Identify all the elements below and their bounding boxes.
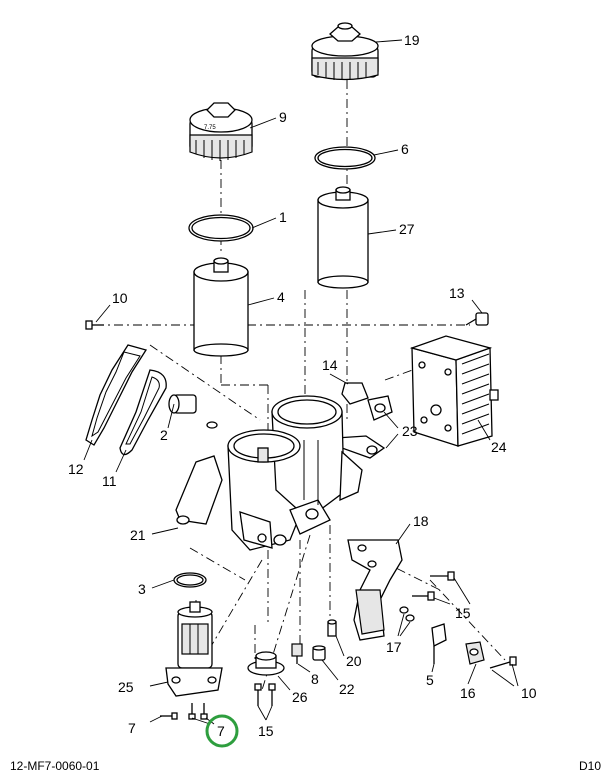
drain-fitting-20 <box>327 619 337 637</box>
callout-12: 12 <box>68 461 84 477</box>
callout-4: 4 <box>277 289 285 305</box>
filter-element-left <box>193 257 249 357</box>
callout-17: 17 <box>386 639 402 655</box>
callout-1: 1 <box>279 209 287 225</box>
bolt-upper-left <box>85 320 104 330</box>
callout-8: 8 <box>311 671 319 687</box>
fuel-heater <box>165 601 223 697</box>
highlight-circle <box>205 714 239 748</box>
check-valve <box>168 394 218 429</box>
screws-7 <box>160 703 208 720</box>
washer-17b <box>405 614 415 622</box>
callout-13: 13 <box>449 285 465 301</box>
callout-23: 23 <box>402 423 418 439</box>
bracket-bolts <box>412 571 455 601</box>
callout-10-lower: 10 <box>521 685 537 701</box>
callout-27: 27 <box>399 221 415 237</box>
callout-5: 5 <box>426 672 434 688</box>
callout-7-left: 7 <box>128 720 136 736</box>
callout-24: 24 <box>491 439 507 455</box>
callout-20: 20 <box>346 653 362 669</box>
filter-element-right <box>317 186 369 289</box>
hose-clip <box>431 623 447 664</box>
gasket-outer <box>85 344 148 446</box>
callout-15-bottom: 15 <box>258 723 274 739</box>
seal-plate-23 <box>334 435 386 459</box>
callout-14: 14 <box>322 357 338 373</box>
callout-7-highlighted: 7 <box>217 723 225 739</box>
bolt-lower-right <box>489 656 517 669</box>
callout-6: 6 <box>401 141 409 157</box>
svg-text:7.75: 7.75 <box>204 125 216 131</box>
callout-16: 16 <box>460 685 476 701</box>
callout-11: 11 <box>102 473 117 489</box>
sheet-code: D10 <box>579 759 601 773</box>
gasket-inner <box>119 369 167 456</box>
bolt-upper-right <box>465 312 489 326</box>
callout-2: 2 <box>160 427 168 443</box>
callout-9: 9 <box>279 109 287 125</box>
callout-22: 22 <box>339 681 355 697</box>
seal-ring-14 <box>341 382 393 421</box>
filter-cap-right <box>311 22 379 81</box>
leader-lines <box>83 39 519 725</box>
filter-housing <box>175 395 363 551</box>
plug-8 <box>291 643 303 664</box>
washer-17a <box>399 606 409 614</box>
mounting-bracket <box>347 539 403 641</box>
o-ring-right <box>314 146 376 170</box>
valve-screws <box>254 683 276 706</box>
drawing-number: 12-MF7-0060-01 <box>10 759 100 773</box>
callout-labels: 19 9 6 1 27 4 10 13 14 2 23 24 12 11 21 … <box>68 32 537 739</box>
filter-cap-left: 7.75 <box>189 102 253 161</box>
callout-26: 26 <box>292 689 308 705</box>
callout-25: 25 <box>118 679 134 695</box>
oil-cooler <box>409 335 499 447</box>
callout-21: 21 <box>130 527 146 543</box>
sensor-connector <box>465 641 485 665</box>
drain-valve <box>247 651 285 676</box>
callout-10-upper: 10 <box>112 290 128 306</box>
callout-15-right: 15 <box>455 605 471 621</box>
callout-19: 19 <box>404 32 420 48</box>
callout-18: 18 <box>413 513 429 529</box>
plug-22 <box>312 645 326 661</box>
o-ring-left <box>188 214 254 242</box>
callout-3: 3 <box>138 581 146 597</box>
